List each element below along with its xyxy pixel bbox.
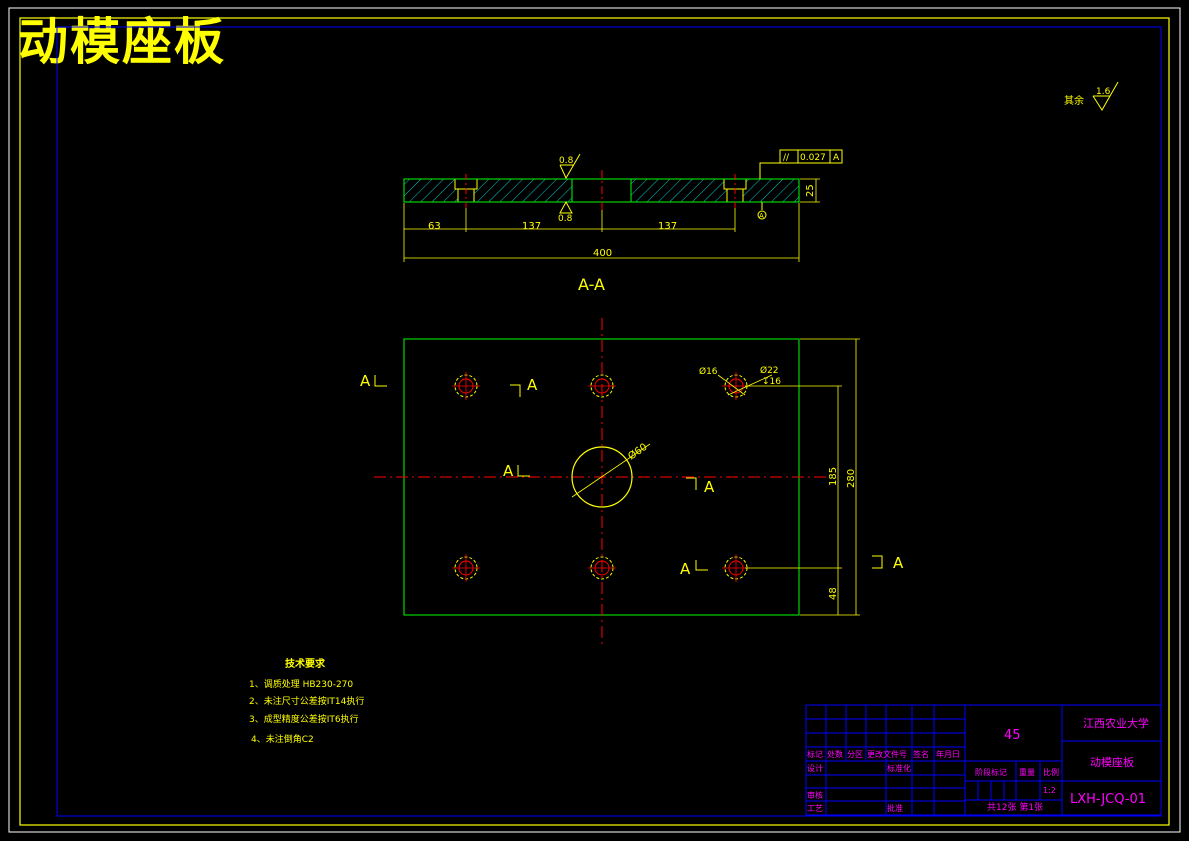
tolerance-datum: A xyxy=(833,153,840,163)
inner-border xyxy=(19,17,1170,826)
dim-400: 400 xyxy=(593,248,612,259)
dim-137-a: 137 xyxy=(522,221,541,232)
dim-137-b: 137 xyxy=(658,221,677,232)
tech-requirements: 技术要求 1、调质处理 HB230-270 2、未注尺寸公差按IT14执行 3、… xyxy=(249,657,364,745)
bolt-hole xyxy=(452,372,480,400)
tb-header-zone: 分区 xyxy=(847,750,863,759)
tb-part-name: 动模座板 xyxy=(1090,755,1134,769)
cut-label-a6: A xyxy=(893,554,904,572)
roughness-value: 1.6 xyxy=(1096,87,1111,97)
section-view: 0.8 0.8 // 0.027 A A xyxy=(403,149,843,294)
section-hatch-right xyxy=(631,179,799,202)
tech-item: 2、未注尺寸公差按IT14执行 xyxy=(249,695,364,707)
datum-symbol-icon xyxy=(757,210,767,220)
tb-scale-header: 比例 xyxy=(1043,767,1059,777)
roughness-top-icon xyxy=(559,153,581,180)
bolt-hole xyxy=(588,556,616,580)
tech-item: 1、调质处理 HB230-270 xyxy=(249,678,353,690)
dim-280: 280 xyxy=(846,469,857,488)
cut-label-a1: A xyxy=(360,372,371,390)
roughness-symbol-icon xyxy=(1092,81,1119,111)
drawing-border xyxy=(56,26,1162,817)
dim-48: 48 xyxy=(828,587,839,600)
dim-d22: Ø22 xyxy=(760,365,779,376)
tb-scale-value: 1:2 xyxy=(1043,786,1056,795)
cut-label-a4: A xyxy=(704,478,715,496)
tb-school: 江西农业大学 xyxy=(1083,716,1149,730)
cut-label-a3: A xyxy=(503,462,514,480)
section-label: A-A xyxy=(578,275,605,294)
tb-row-standard: 标准化 xyxy=(887,763,911,773)
tech-item: 4、未注倒角C2 xyxy=(251,733,314,745)
plan-view: Ø60 xyxy=(360,318,904,646)
center-hole xyxy=(571,446,633,508)
tb-drawing-no: LXH-JCQ-01 xyxy=(1070,792,1146,807)
dim-depth16: ↧16 xyxy=(762,377,781,387)
tb-row-review: 审核 xyxy=(807,790,823,800)
dim-d16: Ø16 xyxy=(699,366,718,377)
tb-weight: 重量 xyxy=(1019,767,1035,777)
tolerance-frame: // 0.027 A xyxy=(759,149,843,179)
dim-185: 185 xyxy=(828,467,839,486)
tb-sheets: 共12张 第1张 xyxy=(987,801,1043,813)
roughness-bottom-value: 0.8 xyxy=(558,214,573,224)
roughness-top-value: 0.8 xyxy=(559,156,574,166)
section-hatch-left xyxy=(404,179,572,202)
tb-header-count: 处数 xyxy=(827,749,843,759)
dim-d60: Ø60 xyxy=(626,441,650,463)
tech-item: 3、成型精度公差按IT6执行 xyxy=(249,713,359,725)
drawing-title: 动模座板 xyxy=(18,12,226,71)
cut-label-a5: A xyxy=(680,560,691,578)
tb-stage: 阶段标记 xyxy=(975,767,1007,777)
cut-label-a2: A xyxy=(527,376,538,394)
datum-label: A xyxy=(759,212,764,220)
tb-header-mark: 标记 xyxy=(807,749,823,759)
parallelism-icon: // xyxy=(783,153,790,163)
title-block: 标记 处数 分区 更改文件号 签名 年月日 设计 标准化 审核 工艺 批准 45… xyxy=(805,704,1162,816)
tb-header-date: 年月日 xyxy=(936,749,960,759)
tb-material: 45 xyxy=(1004,728,1021,743)
tb-row-process: 工艺 xyxy=(807,804,823,813)
tb-row-design: 设计 xyxy=(807,763,823,773)
dim-25: 25 xyxy=(805,184,816,197)
tolerance-value: 0.027 xyxy=(800,153,826,163)
roughness-note: 其余 1.6 xyxy=(1064,81,1119,111)
bolt-hole xyxy=(588,374,616,398)
dim-63: 63 xyxy=(428,221,441,232)
tb-header-sign: 签名 xyxy=(913,749,929,759)
tech-heading: 技术要求 xyxy=(285,657,326,670)
bolt-hole xyxy=(452,554,480,582)
tb-header-change: 更改文件号 xyxy=(867,749,907,759)
outer-frame xyxy=(8,7,1181,833)
tb-row-approve: 批准 xyxy=(887,803,903,813)
roughness-bottom-icon xyxy=(559,200,573,214)
roughness-prefix: 其余 xyxy=(1064,94,1084,107)
